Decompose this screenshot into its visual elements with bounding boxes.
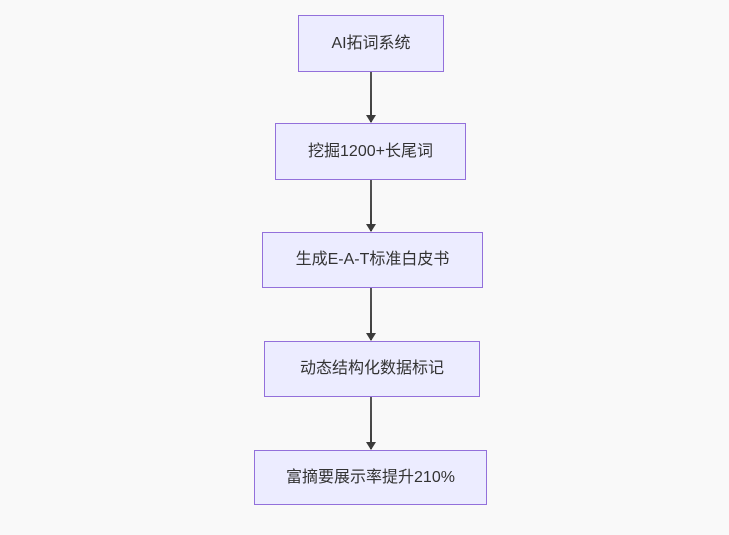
flow-edge-3 [366, 288, 376, 341]
flow-node-longtail-keyword-mining: 挖掘1200+长尾词 [275, 123, 466, 180]
flow-edge-1 [366, 72, 376, 123]
arrow-down-icon [366, 442, 376, 450]
arrow-down-icon [366, 333, 376, 341]
flow-node-ai-expansion-system: AI拓词系统 [298, 15, 444, 72]
arrow-down-icon [366, 115, 376, 123]
flow-edge-4 [366, 397, 376, 450]
flow-node-eat-whitepaper: 生成E-A-T标准白皮书 [262, 232, 483, 288]
arrow-down-icon [366, 224, 376, 232]
flow-node-rich-snippet-increase: 富摘要展示率提升210% [254, 450, 487, 505]
flow-edge-2 [366, 180, 376, 232]
flow-node-structured-data-markup: 动态结构化数据标记 [264, 341, 480, 397]
